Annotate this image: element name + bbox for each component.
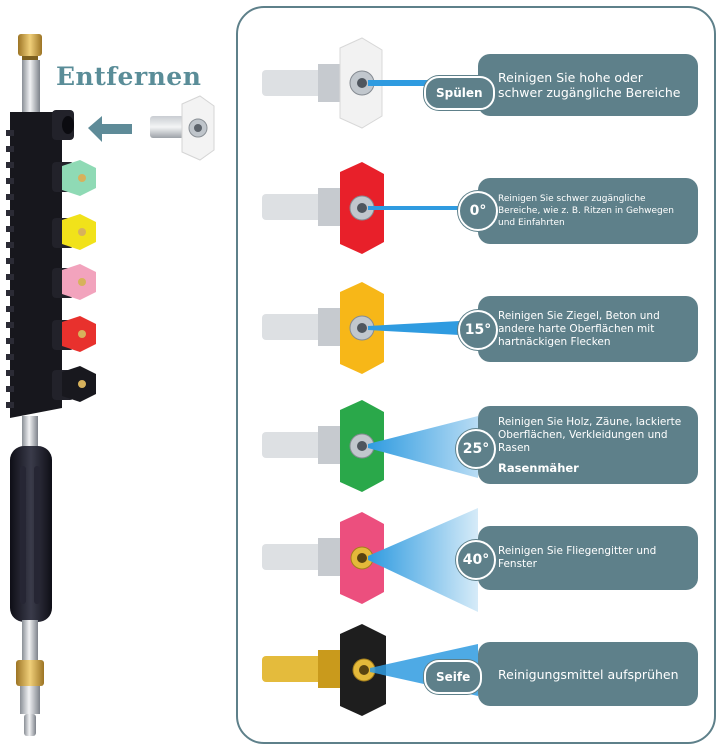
nozzle-row-black: Reinigungsmittel aufsprühen Seife bbox=[238, 616, 714, 736]
spray-lance-illustration bbox=[6, 34, 132, 736]
nozzle-row-green: Reinigen Sie Holz, Zäune, lackierte Ober… bbox=[238, 386, 714, 506]
description-extra: Rasenmäher bbox=[498, 460, 579, 475]
description-text: Reinigen Sie Fliegengitter und Fenster bbox=[498, 545, 657, 570]
pink-nozzle-icon bbox=[262, 508, 478, 612]
description-box: Reinigen Sie Holz, Zäune, lackierte Ober… bbox=[478, 406, 698, 484]
nozzle-badge: 0° bbox=[458, 191, 498, 231]
nozzle-row-red: Reinigen Sie schwer zugängliche Bereiche… bbox=[238, 148, 714, 268]
white-nozzle-icon bbox=[262, 37, 478, 129]
nozzle-info-panel: Reinigen Sie hohe oder schwer zugänglich… bbox=[236, 6, 716, 744]
nozzle-badge: 15° bbox=[458, 310, 498, 350]
nozzle-badge: 40° bbox=[456, 540, 496, 580]
nozzle-row-pink: Reinigen Sie Fliegengitter und Fenster 4… bbox=[238, 502, 714, 622]
green-nozzle-icon bbox=[262, 400, 478, 492]
nozzle-badge: Seife bbox=[424, 660, 483, 694]
description-text: Reinigungsmittel aufsprühen bbox=[498, 666, 679, 682]
description-text: Reinigen Sie Ziegel, Beton und andere ha… bbox=[498, 309, 660, 348]
nozzle-row-yellow: Reinigen Sie Ziegel, Beton und andere ha… bbox=[238, 270, 714, 390]
red-nozzle-icon bbox=[262, 162, 478, 254]
removed-white-nozzle bbox=[150, 95, 215, 161]
description-text: Reinigen Sie hohe oder schwer zugänglich… bbox=[498, 70, 681, 100]
yellow-nozzle-icon bbox=[262, 282, 478, 374]
description-box: Reinigungsmittel aufsprühen bbox=[478, 642, 698, 706]
remove-label: Entfernen bbox=[56, 62, 202, 91]
nozzle-badge: 25° bbox=[456, 429, 496, 469]
nozzle-badge: Spülen bbox=[424, 76, 495, 110]
description-box: Reinigen Sie Fliegengitter und Fenster bbox=[478, 526, 698, 590]
description-box: Reinigen Sie schwer zugängliche Bereiche… bbox=[478, 178, 698, 244]
description-text: Reinigen Sie Holz, Zäune, lackierte Ober… bbox=[498, 415, 682, 454]
nozzle-row-white: Reinigen Sie hohe oder schwer zugänglich… bbox=[238, 20, 714, 140]
description-text: Reinigen Sie schwer zugängliche Bereiche… bbox=[498, 194, 675, 228]
description-box: Reinigen Sie hohe oder schwer zugänglich… bbox=[478, 54, 698, 116]
description-box: Reinigen Sie Ziegel, Beton und andere ha… bbox=[478, 296, 698, 362]
